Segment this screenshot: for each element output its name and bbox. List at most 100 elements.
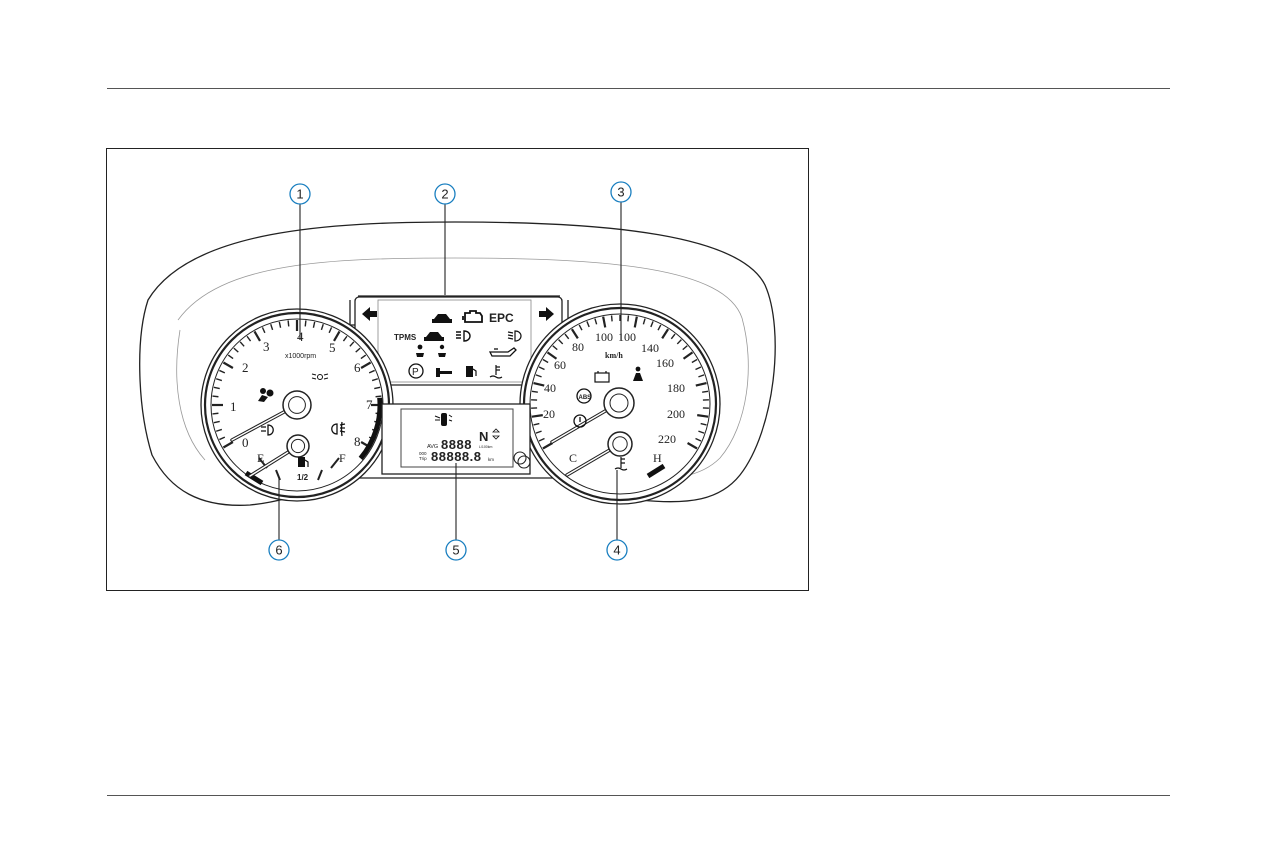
speed-scale-160: 160 [656, 356, 674, 370]
lcd-top-unit: L/100km [479, 445, 493, 449]
tach-tick [215, 428, 223, 432]
lcd-top-digits: 8888 [441, 437, 472, 452]
speed-tick [538, 366, 545, 371]
tach-tick [212, 395, 219, 398]
tach-tick [333, 330, 341, 342]
speed-tick [698, 430, 705, 434]
fuel-hub-inner [290, 438, 306, 454]
speed-tick [691, 358, 698, 364]
tach-scale-5: 5 [329, 340, 336, 355]
low-beam-icon [456, 330, 471, 342]
passenger-seatbelt-icon [438, 344, 446, 357]
speed-scale-20: 20 [543, 407, 555, 421]
gear-indicator: N [479, 429, 488, 444]
speed-tick [531, 414, 543, 418]
tach-tick [320, 323, 324, 331]
tachometer-icons [258, 373, 346, 437]
tach-tick [304, 320, 307, 327]
speed-tick [633, 316, 638, 328]
fuel-tick [317, 469, 323, 481]
svg-text:P: P [412, 367, 419, 378]
speed-tick [533, 422, 540, 426]
callout-number-4: 4 [613, 543, 620, 558]
lcd-odometer-digits: 88888.8 [431, 449, 482, 464]
speed-tick [610, 315, 613, 322]
speed-tick [594, 318, 598, 325]
speed-tick [564, 333, 570, 340]
fuel-gauge-labels: E 1/2 F [257, 451, 346, 482]
warning-lights-panel: EPC TPMS P [354, 296, 563, 386]
trip-reset-button[interactable] [513, 451, 531, 469]
low-fuel-icon [466, 366, 477, 377]
speed-tick [697, 414, 709, 418]
speed-tick [531, 390, 538, 393]
tach-unit-label: x1000rpm [285, 353, 316, 360]
speed-tick [676, 339, 682, 345]
tach-tick [328, 327, 333, 334]
door-ajar-icon [432, 314, 452, 323]
front-fog-light-icon [331, 421, 346, 437]
tach-tick [246, 335, 252, 342]
tach-tick [342, 335, 348, 342]
speed-scale-100a: 100 [595, 330, 613, 344]
tach-scale-1: 1 [230, 399, 237, 414]
tach-scale-2: 2 [242, 360, 249, 375]
oil-pressure-icon [488, 347, 517, 357]
speed-scale-220: 220 [658, 432, 676, 446]
tach-tick [287, 320, 290, 327]
service-wrench-icon [436, 368, 452, 377]
figure-frame [106, 148, 809, 591]
fuel-half-label: 1/2 [297, 473, 309, 482]
svg-text:ABS: ABS [579, 395, 592, 401]
speed-tick [695, 437, 702, 442]
lcd-avg-label: AVG [427, 444, 438, 450]
speed-tick [558, 339, 564, 345]
brake-system-warning-icon [573, 414, 587, 428]
fuel-tick [330, 457, 340, 469]
lcd-display: AVG 8888 L/100km N 000 Trip 88888.8 km [381, 403, 531, 475]
tach-tick [219, 436, 226, 441]
temp-hub-inner [612, 436, 628, 452]
speed-tick [533, 381, 545, 387]
fuel-empty-label: E [257, 451, 264, 465]
speed-tick [642, 318, 646, 325]
callout-number-3: 3 [617, 185, 624, 200]
high-beam-icon [261, 424, 274, 436]
car-security-icon [424, 332, 444, 341]
fuel-reserve-zone [244, 470, 264, 486]
left-turn-signal-icon [362, 307, 377, 321]
callout-circle-4 [606, 539, 628, 561]
speed-tick [682, 351, 694, 360]
tach-tick [212, 412, 219, 415]
tach-scale-6: 6 [354, 360, 361, 375]
callout-circle-1 [289, 183, 311, 205]
tach-scale-0: 0 [242, 435, 249, 450]
seatbelt-reminder-icon [633, 366, 643, 381]
tach-tick [360, 354, 367, 360]
tach-tick [215, 378, 223, 382]
tach-tick [374, 386, 381, 390]
callout-number-1: 1 [296, 187, 303, 202]
speed-hub-inner [609, 393, 629, 413]
tach-tick [270, 323, 274, 331]
tach-tick [233, 347, 239, 353]
abs-warning-icon: ABS [576, 388, 592, 404]
speed-tick [538, 437, 545, 442]
temp-hot-zone [646, 463, 666, 479]
speed-scale-180: 180 [667, 381, 685, 395]
tach-tick [253, 330, 261, 342]
footer-rule [107, 795, 1170, 796]
right-turn-signal-icon [539, 307, 554, 321]
tach-tick [355, 347, 361, 353]
rear-fog-light-icon [507, 330, 522, 342]
speed-unit-label: km/h [605, 351, 623, 360]
callout-circle-5 [445, 539, 467, 561]
tach-scale-3: 3 [263, 339, 270, 354]
speed-tick [670, 333, 676, 340]
tach-tick [375, 395, 382, 398]
speed-tick [535, 374, 542, 378]
callout-number-5: 5 [452, 543, 459, 558]
tach-tick [227, 354, 234, 360]
tach-scale-7: 7 [366, 397, 373, 412]
